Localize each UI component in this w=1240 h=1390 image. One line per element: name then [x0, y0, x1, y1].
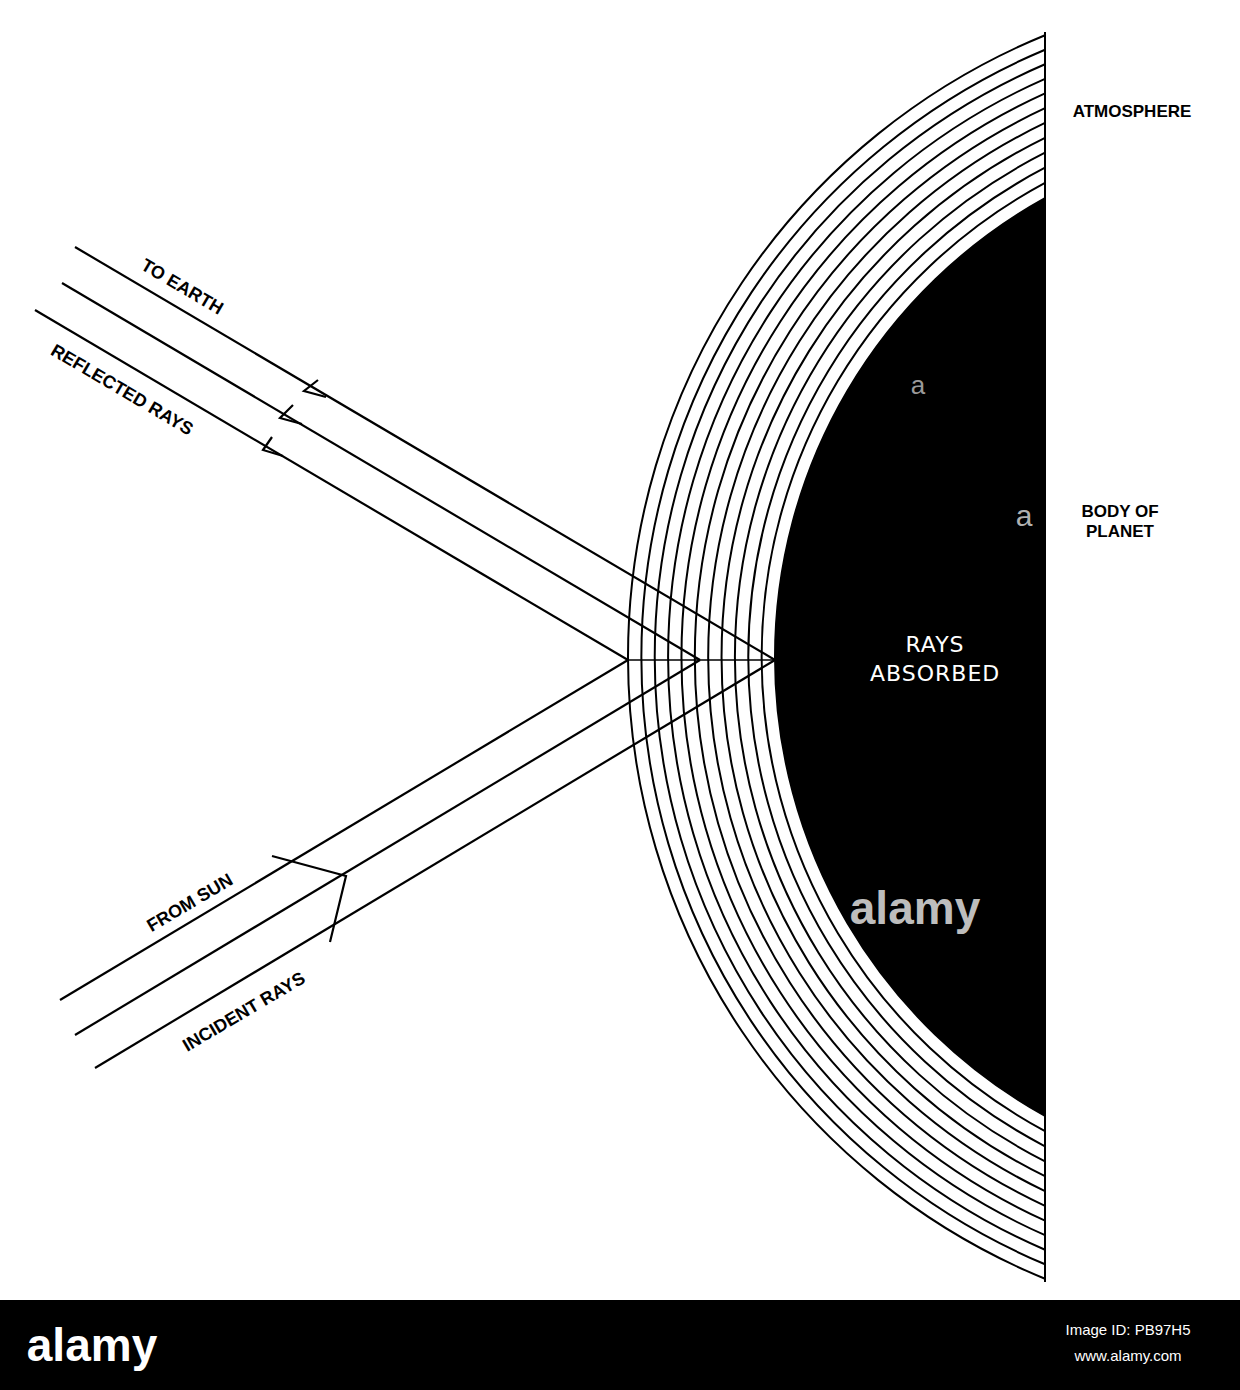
watermark: alamy	[27, 1319, 157, 1372]
atmosphere-layers	[628, 35, 1045, 1278]
watermark: a	[1016, 499, 1033, 534]
watermark: alamy	[850, 882, 980, 935]
body-label: RAYS ABSORBED	[870, 631, 1000, 688]
footer-bar	[0, 1300, 1240, 1390]
watermark: www.alamy.com	[1074, 1347, 1181, 1364]
atmosphere-arc	[641, 50, 1045, 1265]
watermark: Image ID: PB97H5	[1065, 1321, 1190, 1338]
atmosphere-arc	[735, 153, 1045, 1162]
region-label: ATMOSPHERE	[1073, 102, 1192, 122]
atmosphere-arc	[668, 79, 1045, 1235]
ray-label: REFLECTED RAYS	[47, 340, 197, 440]
atmosphere-arc	[628, 35, 1045, 1278]
atmosphere-arc	[681, 93, 1045, 1220]
atmosphere-arc	[655, 64, 1045, 1249]
atmosphere-arc	[695, 108, 1045, 1206]
planet-body: RAYS ABSORBED	[775, 198, 1045, 1116]
ray-label: INCIDENT RAYS	[179, 968, 309, 1056]
watermark: a	[911, 371, 925, 401]
atmosphere-arc	[748, 168, 1045, 1147]
region-label: BODY OF PLANET	[1070, 502, 1170, 541]
atmosphere-arc	[762, 183, 1045, 1131]
atmosphere-arc	[775, 198, 1045, 1116]
rays	[35, 247, 775, 1068]
